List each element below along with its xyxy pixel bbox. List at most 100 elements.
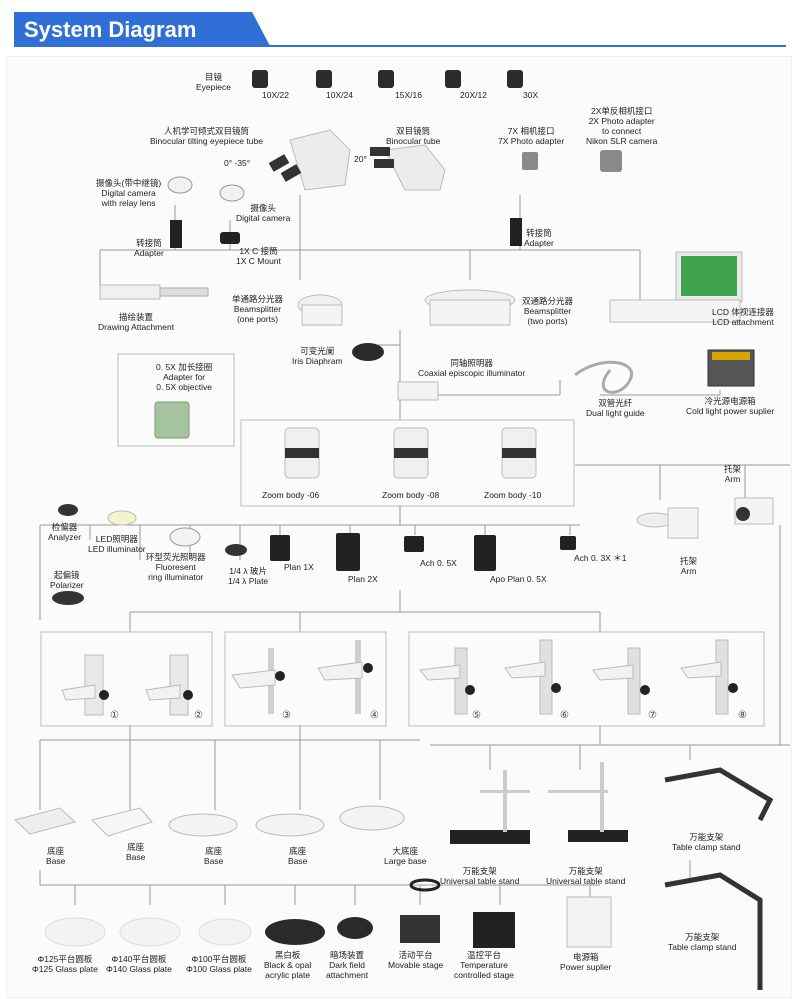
tilt-angle: 0° -35° <box>224 158 251 168</box>
ring-illuminator-icon <box>169 527 201 547</box>
camera-relay-icon <box>167 176 193 194</box>
eyepiece-icon <box>378 70 394 88</box>
stand-box-2 <box>224 631 387 727</box>
base-icon <box>13 807 77 835</box>
camera-icon <box>219 184 245 202</box>
acrylic-plate-icon <box>265 919 325 945</box>
stand-number: ③ <box>282 710 291 721</box>
objective-icon <box>270 535 290 561</box>
adapter-05x-icon <box>154 401 190 439</box>
stand-icon <box>419 647 475 715</box>
accessories <box>52 504 247 605</box>
eyepiece-model: 10X/22 <box>262 90 289 100</box>
eyepiece-icon <box>252 70 268 88</box>
stand-number: ⑥ <box>560 710 569 721</box>
glass-plate-icon <box>198 918 252 946</box>
cold-light-source-icon <box>707 349 755 387</box>
cameras <box>167 176 522 248</box>
stand-number: ② <box>194 710 203 721</box>
stand-icon <box>317 640 373 714</box>
stand-icon <box>231 648 285 714</box>
zoom-body-icon <box>393 427 429 479</box>
stand-icon <box>592 647 650 715</box>
beamsplitter-one-icon <box>297 294 343 326</box>
eyepiece-model: 15X/16 <box>395 90 422 100</box>
header-rule <box>14 45 786 47</box>
eyepiece-icon <box>316 70 332 88</box>
polarizer-icon <box>52 591 84 605</box>
eyepiece-group <box>252 70 523 88</box>
iris-diaphragm-icon <box>352 343 384 361</box>
stand-number: ④ <box>370 710 379 721</box>
stand-number: ⑧ <box>738 710 747 721</box>
stand-number: ⑦ <box>648 710 657 721</box>
power-supplier-icon <box>566 896 612 948</box>
zoom-body-icon <box>501 427 537 479</box>
binocular-tilting-head-icon <box>268 129 351 191</box>
clamp-stands <box>664 767 774 990</box>
bases <box>13 805 405 837</box>
binocular-tube-icon <box>370 144 446 191</box>
base-icon <box>255 813 325 837</box>
zoom-body-icon <box>284 427 320 479</box>
arm-icon <box>636 507 699 539</box>
header: System Diagram <box>0 0 800 52</box>
base-icon <box>168 813 238 837</box>
temperature-stage-icon <box>473 912 515 948</box>
plates <box>44 878 612 948</box>
objective-icon <box>336 533 360 571</box>
header-banner <box>14 12 270 46</box>
base-icon <box>339 805 405 831</box>
zoom-body-label: Zoom body -06 <box>262 490 320 500</box>
stand-number: ⑤ <box>472 710 481 721</box>
stand-icon <box>504 639 561 715</box>
analyzer-icon <box>58 504 78 516</box>
drawing-attachment-icon <box>99 284 209 300</box>
led-illuminator-icon <box>107 510 137 526</box>
tube-angle: 20° <box>354 154 367 164</box>
clamp-stand-icon <box>664 872 763 990</box>
objective-label: Ach 0. 5X <box>420 558 457 568</box>
stands <box>61 639 738 716</box>
stand-icon <box>145 654 193 716</box>
objective-label: Apo Plan 0. 5X <box>490 574 547 584</box>
photo-adapters <box>522 150 622 172</box>
base-icon <box>91 807 153 837</box>
stand-box-1 <box>40 631 213 727</box>
arms <box>636 497 774 539</box>
objectives <box>270 533 576 571</box>
quarter-plate-icon <box>225 544 247 556</box>
objective-label: Plan 1X <box>284 562 314 572</box>
objective-icon <box>560 536 576 550</box>
